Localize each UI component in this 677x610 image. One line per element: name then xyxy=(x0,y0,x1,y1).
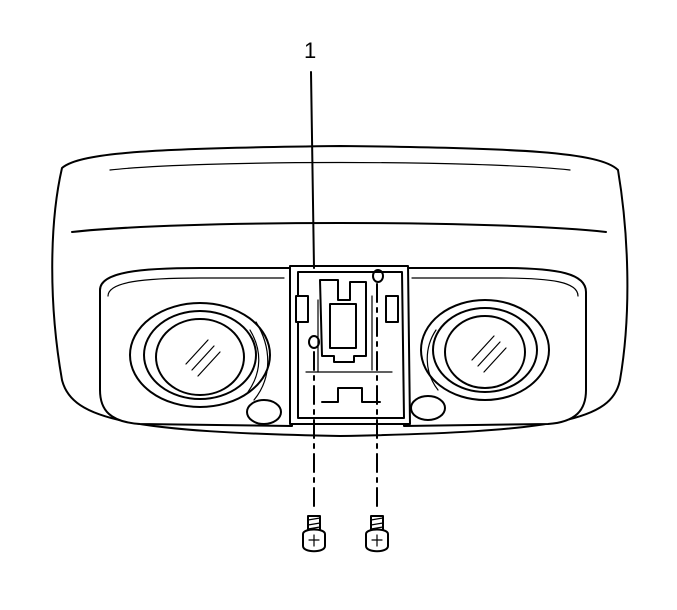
right-lamp-assembly xyxy=(403,267,587,427)
left-screw xyxy=(302,515,326,553)
callout-1: 1 xyxy=(304,38,316,269)
left-screw-hole xyxy=(308,335,320,349)
left-switch-button xyxy=(246,399,282,425)
right-screw-hole xyxy=(372,269,384,283)
left-lens-glare-lines xyxy=(185,339,221,377)
right-lens-glare-lines xyxy=(471,335,507,373)
right-switch-button xyxy=(410,395,446,421)
center-mounting-bracket xyxy=(289,265,411,425)
callout-1-label: 1 xyxy=(304,38,316,63)
left-lamp-assembly xyxy=(99,267,293,427)
callout-1-leader xyxy=(310,71,315,269)
screw-alignment-lines xyxy=(313,283,378,513)
right-screw xyxy=(365,515,389,553)
